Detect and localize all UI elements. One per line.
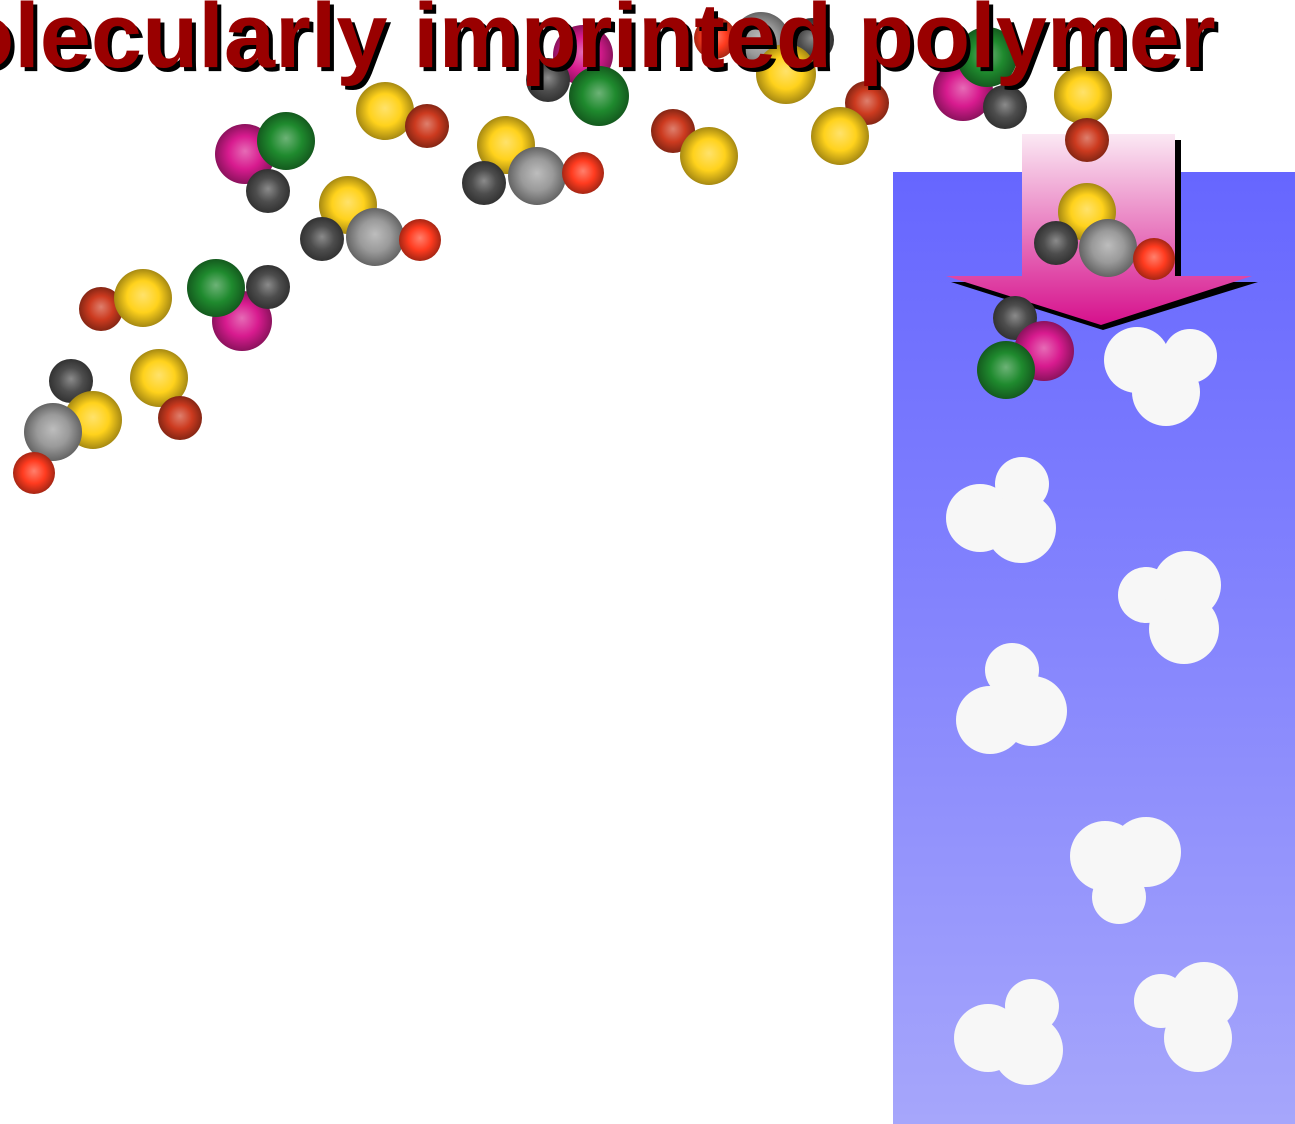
green-sphere	[977, 341, 1035, 399]
dark-gray-sphere	[462, 161, 506, 205]
cavity-lobe	[1149, 594, 1219, 664]
cavity	[1134, 962, 1238, 1072]
orange-sphere	[13, 452, 55, 494]
yellow-sphere	[811, 107, 869, 165]
dark-gray-sphere	[49, 359, 93, 403]
imprinted-cavities	[946, 327, 1238, 1085]
red-sphere	[405, 104, 449, 148]
yellow-sphere	[1054, 66, 1112, 124]
cavity-lobe	[1164, 1004, 1232, 1072]
cavity	[1104, 327, 1217, 426]
yellow-sphere	[356, 82, 414, 140]
cavity	[1070, 817, 1181, 924]
cavity	[954, 979, 1063, 1085]
gray-sphere	[1079, 219, 1137, 277]
orange-sphere	[399, 219, 441, 261]
cavity-lobe	[986, 493, 1056, 563]
dark-gray-sphere	[246, 169, 290, 213]
dark-gray-sphere	[246, 265, 290, 309]
dark-gray-sphere	[1034, 221, 1078, 265]
yellow-sphere	[756, 44, 816, 104]
dark-gray-sphere	[300, 217, 344, 261]
orange-sphere	[1133, 238, 1175, 280]
red-sphere	[79, 287, 123, 331]
yellow-sphere	[680, 127, 738, 185]
cavity	[946, 457, 1056, 563]
cavity	[1118, 551, 1221, 664]
orange-sphere	[694, 17, 736, 59]
gray-sphere	[24, 403, 82, 461]
dark-gray-sphere	[526, 58, 570, 102]
cavity-lobe	[993, 1015, 1063, 1085]
orange-sphere	[562, 152, 604, 194]
gray-sphere	[346, 208, 404, 266]
green-sphere	[257, 112, 315, 170]
green-sphere	[187, 259, 245, 317]
green-sphere	[957, 27, 1017, 87]
red-sphere	[1065, 118, 1109, 162]
molecule-clusters	[13, 12, 1175, 494]
cavity-lobe	[1111, 817, 1181, 887]
dark-gray-sphere	[983, 85, 1027, 129]
green-sphere	[569, 66, 629, 126]
page-title: olecularly imprinted polymer	[0, 0, 1216, 87]
cavity-lobe	[1132, 358, 1200, 426]
cavity-lobe	[1092, 870, 1146, 924]
cavity-lobe	[997, 676, 1067, 746]
gray-sphere	[508, 147, 566, 205]
polymer-column	[893, 172, 1295, 1124]
cavity	[956, 643, 1067, 754]
yellow-sphere	[130, 349, 188, 407]
red-sphere	[158, 396, 202, 440]
yellow-sphere	[114, 269, 172, 327]
